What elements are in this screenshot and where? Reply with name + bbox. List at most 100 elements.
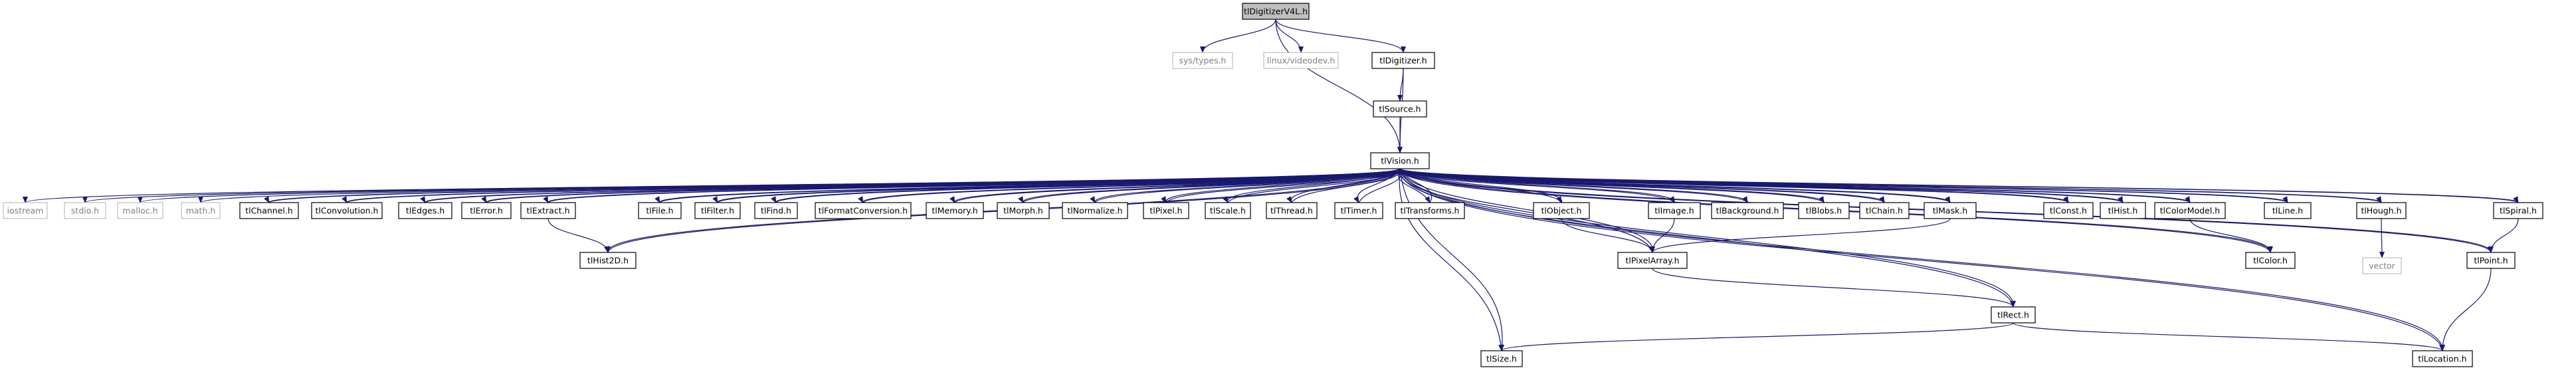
node-malloc: malloc.h [117,202,163,219]
node-background[interactable]: tlBackground.h [1711,202,1784,219]
node-box [181,202,221,219]
node-box [1371,52,1435,69]
node-object[interactable]: tlObject.h [1533,202,1590,219]
node-stdio: stdio.h [64,202,106,219]
node-box [1480,350,1523,367]
edge-colormodel-to-vision [1399,168,2191,203]
node-label: math.h [186,206,216,216]
edge-vision-to-size [1399,168,1504,351]
node-label: tlSize.h [1486,354,1517,364]
edge-root-to-systypes [1200,19,1276,53]
node-spiral[interactable]: tlSpiral.h [2493,202,2543,219]
edge-extract-to-vision [547,168,1405,203]
edge-rect-to-location [2013,322,2445,351]
node-box [1395,202,1465,219]
node-iostream: iostream [3,202,48,219]
node-error[interactable]: tlError.h [461,202,512,219]
node-box [926,202,984,219]
node-scale[interactable]: tlScale.h [1205,202,1251,219]
node-box [398,202,452,219]
node-channel[interactable]: tlChannel.h [239,202,299,219]
edge-find-to-vision [775,168,1405,203]
node-hist[interactable]: tlHist.h [2100,202,2146,219]
node-vision[interactable]: tlVision.h [1370,152,1430,169]
edge-hough-to-vision [1399,168,2382,203]
node-box [1205,202,1251,219]
node-location[interactable]: tlLocation.h [2412,350,2473,367]
edge-error-to-vision [486,168,1405,203]
node-box [117,202,163,219]
node-point[interactable]: tlPoint.h [2466,252,2516,269]
node-normalize[interactable]: tlNormalize.h [1062,202,1128,219]
node-label: tlSource.h [1379,104,1421,114]
node-morph[interactable]: tlMorph.h [997,202,1050,219]
node-memory[interactable]: tlMemory.h [926,202,984,219]
node-hough[interactable]: tlHough.h [2356,202,2407,219]
node-root[interactable]: tlDigitizerV4L.h [1242,3,1310,20]
node-transforms[interactable]: tlTransforms.h [1395,202,1465,219]
node-box [239,202,299,219]
edge-object-to-pixelarray [1561,218,1655,253]
node-file[interactable]: tlFile.h [638,202,682,219]
node-box [1533,202,1590,219]
node-mask[interactable]: tlMask.h [1924,202,1977,219]
node-source[interactable]: tlSource.h [1373,100,1427,118]
node-blobs[interactable]: tlBlobs.h [1798,202,1850,219]
node-color[interactable]: tlColor.h [2245,252,2296,269]
node-box [579,252,637,269]
edge-hough-to-vector [2379,218,2385,258]
edge-pixelarray-to-rect [1652,268,2016,308]
node-label: tlBackground.h [1716,206,1779,216]
node-rect[interactable]: tlRect.h [1991,306,2036,324]
node-label: tlScale.h [1210,206,1246,216]
node-label: tlPoint.h [2474,256,2508,266]
node-label: tlMorph.h [1003,206,1043,216]
node-box [1266,202,1318,219]
node-chain[interactable]: tlChain.h [1859,202,1910,219]
node-digitizer[interactable]: tlDigitizer.h [1371,52,1435,69]
edge-mask-to-pixelarray [1650,218,1951,253]
node-size[interactable]: tlSize.h [1480,350,1523,367]
node-thread[interactable]: tlThread.h [1266,202,1318,219]
node-label: tlLine.h [2272,206,2303,216]
edge-root-to-vision [1275,19,1403,153]
node-timer[interactable]: tlTimer.h [1334,202,1383,219]
node-box [1648,202,1701,219]
node-pixel[interactable]: tlPixel.h [1143,202,1189,219]
node-convolution[interactable]: tlConvolution.h [311,202,383,219]
node-find[interactable]: tlFind.h [754,202,798,219]
node-box [1143,202,1189,219]
edge-morph-to-vision [1023,168,1405,203]
node-label: tlPixel.h [1149,206,1182,216]
node-box [638,202,682,219]
edge-location-to-vision [1398,168,2443,351]
node-box [2493,202,2543,219]
node-const[interactable]: tlConst.h [2043,202,2094,219]
node-label: tlEdges.h [406,206,445,216]
node-colormodel[interactable]: tlColorModel.h [2154,202,2226,219]
node-label: tlVision.h [1381,156,1419,166]
node-hist2d[interactable]: tlHist2D.h [579,252,637,269]
node-label: tlImage.h [1654,206,1694,216]
node-box [1370,152,1430,169]
edge-rect-to-size [1499,322,2014,351]
node-label: tlColorModel.h [2160,206,2220,216]
node-formatconv[interactable]: tlFormatConversion.h [815,202,912,219]
node-box [64,202,106,219]
node-filter[interactable]: tlFilter.h [694,202,741,219]
edge-memory-to-vision [954,168,1405,203]
edge-hist-to-vision [1399,168,2124,203]
node-pixelarray[interactable]: tlPixelArray.h [1617,252,1688,269]
node-image[interactable]: tlImage.h [1648,202,1701,219]
edge-mask-to-vision [1399,168,1951,203]
edge-point-to-location [2440,268,2492,351]
node-extract[interactable]: tlExtract.h [520,202,576,219]
node-edges[interactable]: tlEdges.h [398,202,452,219]
node-label: tlDigitizer.h [1379,56,1427,66]
node-systypes: sys/types.h [1172,52,1233,69]
node-line[interactable]: tlLine.h [2264,202,2312,219]
edges-layer [23,19,2519,351]
node-label: linux/videodev.h [1267,56,1336,66]
node-label: tlConvolution.h [316,206,379,216]
node-box [1798,202,1850,219]
